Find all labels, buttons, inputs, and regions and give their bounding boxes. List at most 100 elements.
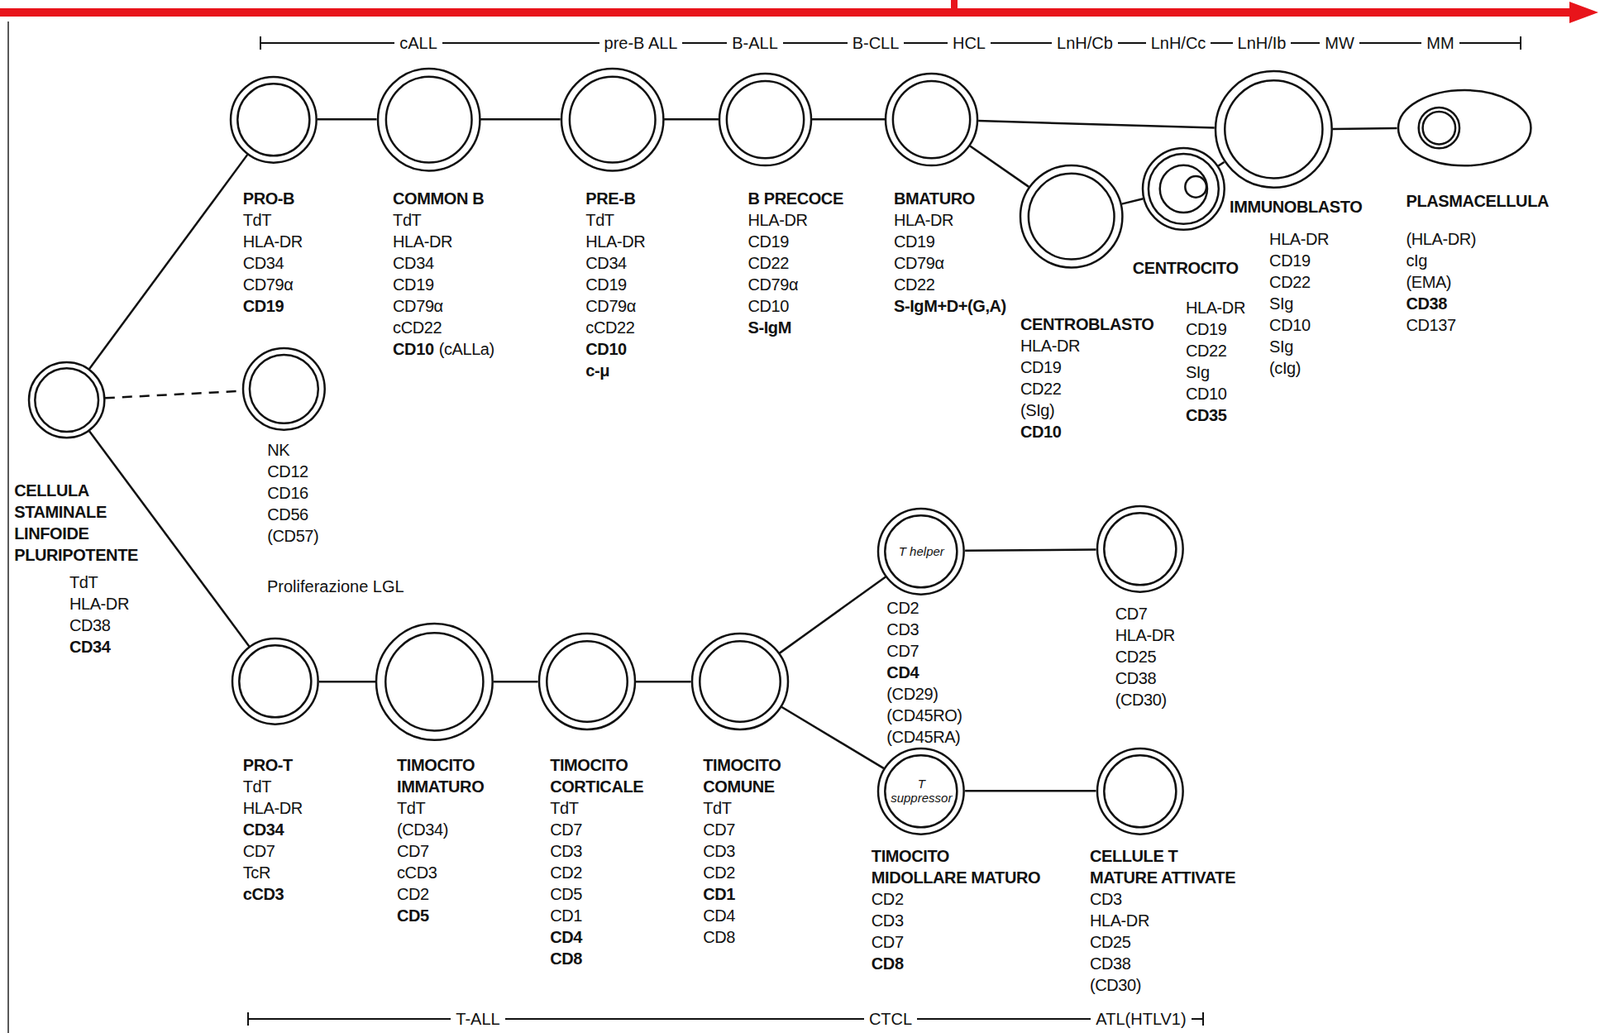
marker-text: CD19 <box>748 230 844 253</box>
cell-outline <box>688 630 792 733</box>
marker-list: CELLULA STAMINALE LINFOIDE PLURIPOTENTE <box>14 479 147 566</box>
cell-node: IMMUNOBLASTOHLA-DRCD19CD22SIgCD10SIg(cIg… <box>1212 67 1363 379</box>
cell-node: T helperCD2CD3CD7CD4(CD29)(CD45RO)(CD45R… <box>874 505 968 748</box>
connector <box>663 118 719 121</box>
cell-node: TIMOCITO COMUNETdTCD7CD3CD2CD1CD4CD8 <box>688 630 828 948</box>
cell-node: B PRECOCEHLA-DRCD19CD22CD79αCD10S-IgM <box>716 70 844 339</box>
marker-text: (EMA) <box>1405 271 1476 293</box>
cell-outline <box>1017 162 1126 271</box>
marker-text: CD2 <box>549 861 674 884</box>
marker-text: CD10 <box>1269 314 1329 336</box>
marker-text: CD79α <box>243 273 303 296</box>
marker-text: CD3 <box>702 840 827 862</box>
marker-list: CENTROCITO <box>1132 257 1239 279</box>
cell-outline <box>1093 745 1187 838</box>
marker-text: CD7 <box>549 818 674 841</box>
marker-list: (HLA-DR)cIg(EMA)CD38CD137 <box>1405 228 1476 336</box>
connector <box>781 706 884 769</box>
marker-list: COMMON BTdTHLA-DRCD34CD19CD79αcCD22CD10(… <box>392 187 495 360</box>
cell-node: PLASMACELLULA(HLA-DR)cIg(EMA)CD38CD137 <box>1394 86 1549 337</box>
disease-range-label: T-ALL <box>450 1009 505 1029</box>
connector <box>1122 198 1144 204</box>
marker-list: HLA-DRCD19CD22SIgCD10SIg(cIg) <box>1269 228 1329 379</box>
disease-range-label: B-CLL <box>847 33 905 53</box>
cell-heading: TIMOCITO IMMATURO <box>396 754 521 798</box>
marker-text: CD19 <box>1020 356 1155 378</box>
marker-list: PRE-BTdTHLA-DRCD34CD19CD79αcCD22CD10c-μ <box>585 187 645 382</box>
marker-list: CD7HLA-DRCD25CD38(CD30) <box>1115 602 1175 711</box>
marker-list: CELLULE T MATURE ATTIVATECD3HLA-DRCD25CD… <box>1089 845 1249 996</box>
cell-membrane-inner <box>699 641 780 722</box>
cell-membrane-inner <box>893 81 970 158</box>
marker-text: (CD29) <box>886 682 962 705</box>
marker-text: CD7 <box>886 640 962 662</box>
marker-text: TdT <box>549 797 674 819</box>
cell-membrane-inner <box>249 354 319 424</box>
cell-node: PRO-TTdTHLA-DRCD34CD7TcRcCD3 <box>229 635 322 904</box>
marker-text: SIg <box>1269 335 1329 358</box>
cell-node: BMATUROHLA-DRCD19CD79αCD22S-IgM+D+(G,A) <box>882 70 1007 317</box>
cell-node: NKCD12CD16CD56(CD57) <box>239 344 329 547</box>
connector <box>480 118 561 121</box>
disease-range-label: LnH/Cc <box>1146 33 1212 53</box>
cell-inner-label: T suppressor <box>886 776 956 805</box>
cell-nucleus <box>1418 107 1459 149</box>
marker-text: cCD22 <box>585 316 645 339</box>
cell-membrane <box>376 623 493 741</box>
cell-membrane <box>692 633 789 730</box>
cell-heading: PRO-B <box>243 187 303 210</box>
cell-membrane <box>230 76 317 163</box>
marker-text: (CD45RA) <box>886 725 962 748</box>
marker-text: CD3 <box>886 618 962 640</box>
marker-text: CD10 <box>392 339 435 359</box>
marker-text: (cIg) <box>1269 357 1329 379</box>
marker-text: CD3 <box>549 840 674 862</box>
cell-membrane <box>539 633 636 730</box>
cell-outline <box>882 70 981 169</box>
marker-text: CD38 <box>1405 292 1476 315</box>
marker-text: CD79α <box>392 295 495 317</box>
marker-text: (CD30) <box>1089 974 1249 996</box>
marker-text: CD4 <box>549 926 674 948</box>
note-label: Proliferazione LGL <box>267 577 405 597</box>
cell-node: CELLULA STAMINALE LINFOIDE PLURIPOTENTET… <box>14 358 147 658</box>
marker-text: CD16 <box>267 482 319 504</box>
range-tick <box>259 36 262 50</box>
cell-membrane-inner <box>1028 173 1115 260</box>
marker-text: CD34 <box>392 252 495 274</box>
marker-text: CD19 <box>1185 318 1246 340</box>
marker-text: TdT <box>392 209 495 231</box>
frame-line <box>7 21 10 1033</box>
marker-text: CD12 <box>267 460 319 483</box>
cell-outline <box>558 65 667 174</box>
disease-range-label: ATL(HTLV1) <box>1090 1009 1191 1029</box>
cell-nucleus-inner <box>1422 110 1455 144</box>
cell-heading: CENTROCITO <box>1132 257 1239 279</box>
marker-text: (CD45RO) <box>886 704 962 726</box>
cell-membrane-inner <box>1103 754 1176 827</box>
connector <box>319 680 376 683</box>
cell-heading: NK <box>267 439 319 461</box>
marker-text: CD19 <box>243 295 303 317</box>
cell-outline <box>25 358 108 441</box>
cell-heading: PRE-B <box>585 187 645 210</box>
cell-node: T suppressorTIMOCITO MIDOLLARE MATUROCD2… <box>871 745 1047 975</box>
cell-node: TIMOCITO IMMATUROTdT(CD34)CD7cCD3CD2CD5 <box>372 620 521 927</box>
marker-text: HLA-DR <box>243 797 303 819</box>
disease-range-label: B-ALL <box>726 33 784 53</box>
marker-text: CD38 <box>1089 952 1249 975</box>
connector <box>493 680 539 683</box>
marker-text: TdT <box>702 797 827 819</box>
connector <box>89 430 250 647</box>
marker-text: CD1 <box>702 883 827 905</box>
cell-node: CD7HLA-DRCD25CD38(CD30) <box>1093 502 1187 711</box>
marker-list: TIMOCITO MIDOLLARE MATUROCD2CD3CD7CD8 <box>871 845 1047 975</box>
cell-heading: CELLULE T MATURE ATTIVATE <box>1089 845 1249 889</box>
marker-text: CD3 <box>871 909 1047 932</box>
marker-list: BMATUROHLA-DRCD19CD79αCD22S-IgM+D+(G,A) <box>893 187 1007 317</box>
marker-text: (CD30) <box>1115 688 1175 711</box>
marker-text: CD34 <box>243 818 303 841</box>
cell-membrane <box>878 748 965 835</box>
marker-text: CD2 <box>702 861 827 884</box>
marker-text: CD22 <box>1269 271 1329 293</box>
